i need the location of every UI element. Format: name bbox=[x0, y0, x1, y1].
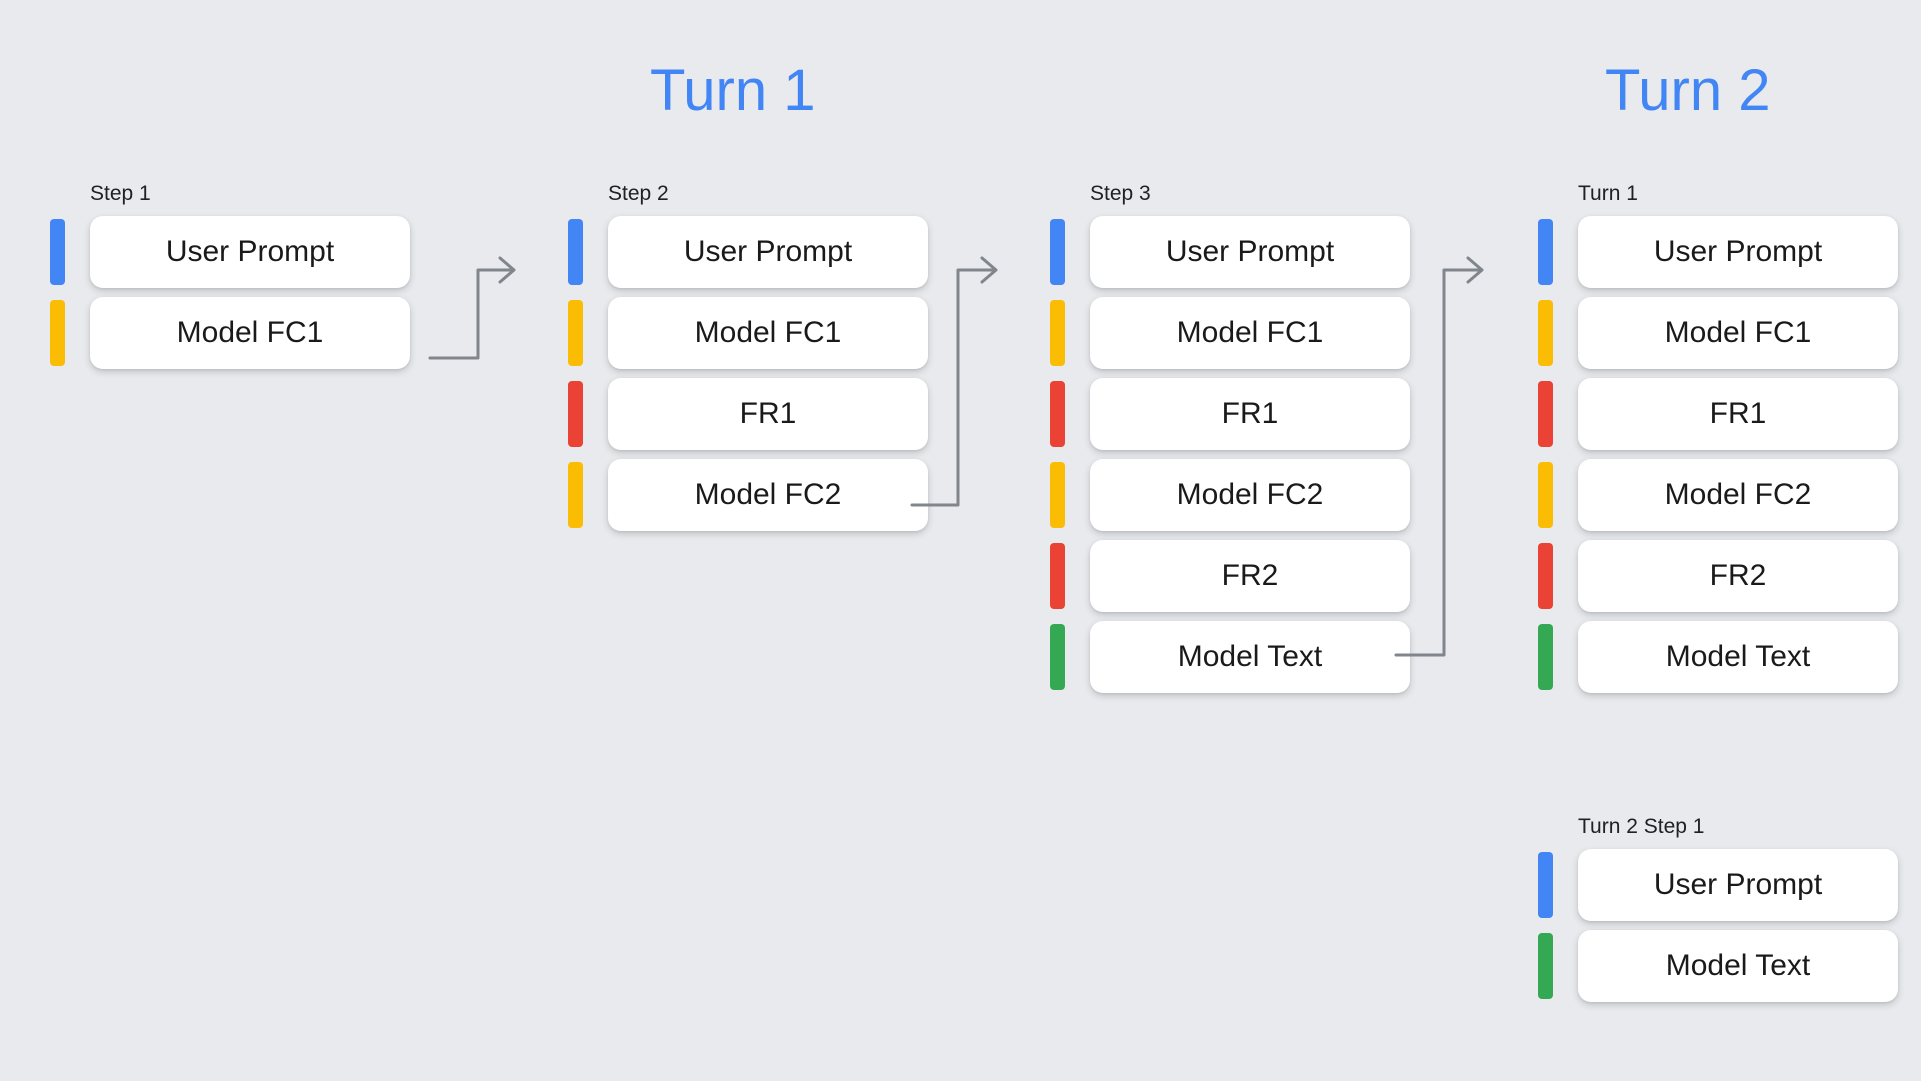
card-model-fc2[interactable]: Model FC2 bbox=[1578, 459, 1898, 532]
card-model-text[interactable]: Model Text bbox=[1578, 930, 1898, 1003]
column-label-turn2-step1: Turn 2 Step 1 bbox=[1578, 815, 1705, 838]
status-bar-green bbox=[1538, 933, 1553, 1000]
list-item[interactable]: Model FC1 bbox=[50, 297, 410, 370]
card-model-fc1[interactable]: Model FC1 bbox=[608, 297, 928, 370]
column-turn2-step1: Turn 2 Step 1 User Prompt Model Text bbox=[1538, 815, 1898, 1011]
connector-step1-to-step2-icon bbox=[428, 256, 516, 360]
status-bar-yellow bbox=[1538, 300, 1553, 367]
column-label-step-1: Step 1 bbox=[90, 182, 151, 205]
status-bar-blue bbox=[50, 219, 65, 286]
list-item[interactable]: User Prompt bbox=[568, 216, 928, 289]
card-model-fc1[interactable]: Model FC1 bbox=[1578, 297, 1898, 370]
list-item[interactable]: FR2 bbox=[1538, 540, 1898, 613]
card-fr1[interactable]: FR1 bbox=[608, 378, 928, 451]
list-item[interactable]: FR2 bbox=[1050, 540, 1410, 613]
list-item[interactable]: User Prompt bbox=[1538, 216, 1898, 289]
card-user-prompt[interactable]: User Prompt bbox=[1578, 849, 1898, 922]
status-bar-red bbox=[568, 381, 583, 448]
list-item[interactable]: Model FC1 bbox=[1050, 297, 1410, 370]
card-user-prompt[interactable]: User Prompt bbox=[90, 216, 410, 289]
list-item[interactable]: Model FC2 bbox=[1538, 459, 1898, 532]
column-step-1: Step 1 User Prompt Model FC1 bbox=[50, 182, 410, 378]
list-item[interactable]: User Prompt bbox=[1538, 849, 1898, 922]
list-item[interactable]: Model FC2 bbox=[568, 459, 928, 532]
column-turn2-turn1: Turn 1 User Prompt Model FC1 FR1 Model F… bbox=[1538, 182, 1898, 702]
list-item[interactable]: User Prompt bbox=[1050, 216, 1410, 289]
list-item[interactable]: User Prompt bbox=[50, 216, 410, 289]
card-model-text[interactable]: Model Text bbox=[1090, 621, 1410, 694]
status-bar-red bbox=[1050, 543, 1065, 610]
connector-step2-to-step3-icon bbox=[910, 256, 998, 507]
list-item[interactable]: Model Text bbox=[1538, 930, 1898, 1003]
status-bar-blue bbox=[1538, 219, 1553, 286]
status-bar-yellow bbox=[1050, 300, 1065, 367]
status-bar-yellow bbox=[1538, 462, 1553, 529]
list-item[interactable]: Model Text bbox=[1050, 621, 1410, 694]
column-label-turn2-turn1: Turn 1 bbox=[1578, 182, 1638, 205]
status-bar-blue bbox=[1050, 219, 1065, 286]
card-fr1[interactable]: FR1 bbox=[1090, 378, 1410, 451]
status-bar-blue bbox=[568, 219, 583, 286]
list-item[interactable]: Model Text bbox=[1538, 621, 1898, 694]
card-fr1[interactable]: FR1 bbox=[1578, 378, 1898, 451]
card-model-fc1[interactable]: Model FC1 bbox=[1090, 297, 1410, 370]
list-item[interactable]: FR1 bbox=[1050, 378, 1410, 451]
status-bar-yellow bbox=[50, 300, 65, 367]
list-item[interactable]: FR1 bbox=[1538, 378, 1898, 451]
column-label-step-3: Step 3 bbox=[1090, 182, 1151, 205]
status-bar-red bbox=[1538, 543, 1553, 610]
connector-step3-to-turn2-icon bbox=[1394, 256, 1484, 657]
card-model-text[interactable]: Model Text bbox=[1578, 621, 1898, 694]
card-model-fc2[interactable]: Model FC2 bbox=[608, 459, 928, 532]
card-model-fc2[interactable]: Model FC2 bbox=[1090, 459, 1410, 532]
card-user-prompt[interactable]: User Prompt bbox=[608, 216, 928, 289]
column-label-step-2: Step 2 bbox=[608, 182, 669, 205]
status-bar-red bbox=[1538, 381, 1553, 448]
card-fr2[interactable]: FR2 bbox=[1090, 540, 1410, 613]
status-bar-green bbox=[1538, 624, 1553, 691]
turn-2-heading: Turn 2 bbox=[1605, 58, 1771, 123]
turn-1-heading: Turn 1 bbox=[650, 58, 816, 123]
card-user-prompt[interactable]: User Prompt bbox=[1578, 216, 1898, 289]
card-model-fc1[interactable]: Model FC1 bbox=[90, 297, 410, 370]
list-item[interactable]: Model FC1 bbox=[568, 297, 928, 370]
column-step-2: Step 2 User Prompt Model FC1 FR1 Model F… bbox=[568, 182, 928, 540]
list-item[interactable]: FR1 bbox=[568, 378, 928, 451]
status-bar-yellow bbox=[1050, 462, 1065, 529]
status-bar-yellow bbox=[568, 300, 583, 367]
column-step-3: Step 3 User Prompt Model FC1 FR1 Model F… bbox=[1050, 182, 1410, 702]
card-user-prompt[interactable]: User Prompt bbox=[1090, 216, 1410, 289]
list-item[interactable]: Model FC2 bbox=[1050, 459, 1410, 532]
card-fr2[interactable]: FR2 bbox=[1578, 540, 1898, 613]
status-bar-blue bbox=[1538, 852, 1553, 919]
list-item[interactable]: Model FC1 bbox=[1538, 297, 1898, 370]
status-bar-yellow bbox=[568, 462, 583, 529]
status-bar-green bbox=[1050, 624, 1065, 691]
status-bar-red bbox=[1050, 381, 1065, 448]
